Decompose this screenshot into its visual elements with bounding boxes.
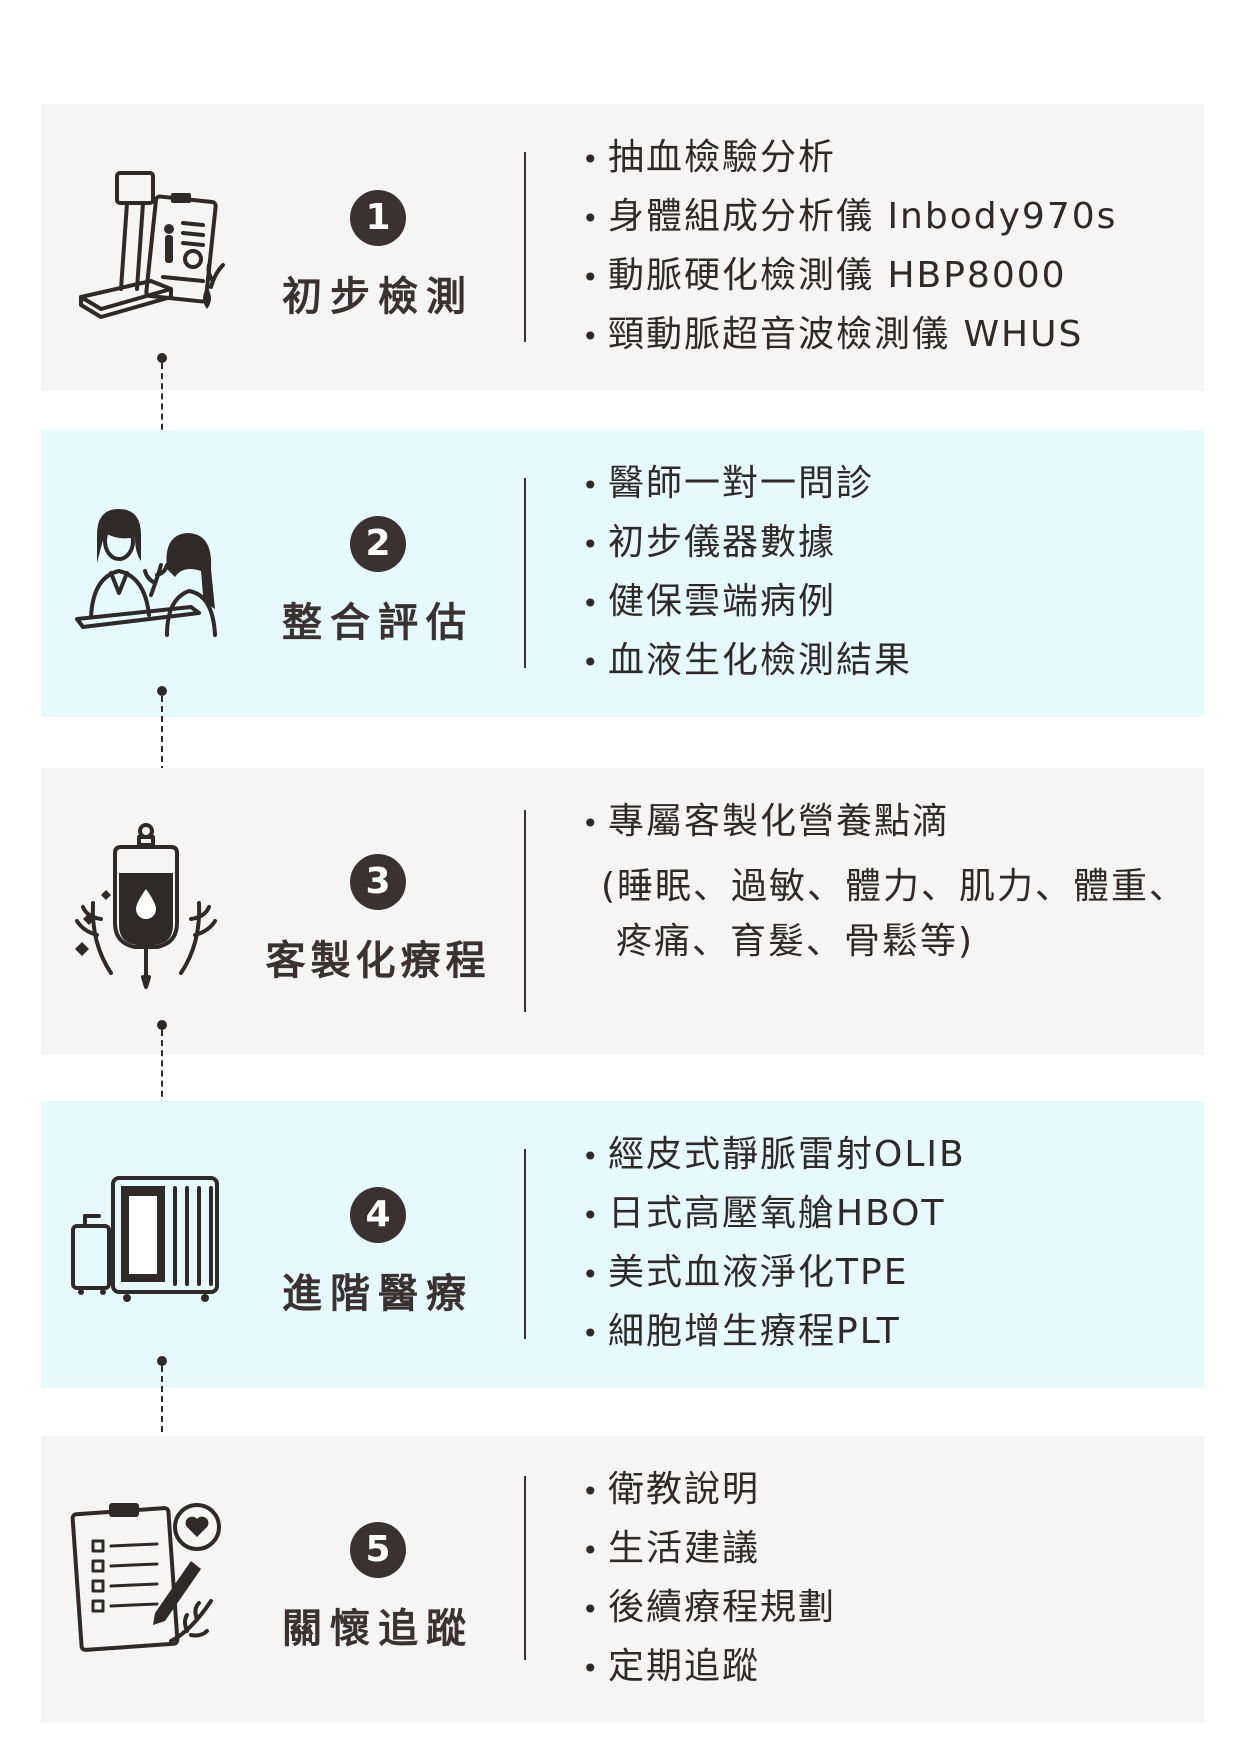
treatment-note-line-1: (睡眠、過敏、體力、肌力、體重、 [601, 866, 1188, 907]
list-item: •健保雲端病例 [582, 581, 837, 622]
divider [524, 1149, 526, 1339]
step-title: 客製化療程 [265, 938, 491, 984]
step-1-panel: 1 初步檢測 •抽血檢驗分析 •身體組成分析儀 Inbody970s •動脈硬化… [41, 104, 1204, 391]
step-5-panel: 5 關懷追蹤 •衛教說明 •生活建議 •後續療程規劃 •定期追蹤 [41, 1436, 1204, 1723]
step-title: 整合評估 [282, 600, 474, 646]
list-item: •衛教說明 [582, 1469, 761, 1510]
step-title: 關懷追蹤 [282, 1606, 474, 1652]
step-number-badge: 5 [350, 1522, 406, 1578]
step-number-badge: 2 [350, 516, 406, 572]
step-number-badge: 4 [350, 1187, 406, 1243]
step-number-badge: 3 [350, 854, 406, 910]
item-list: •抽血檢驗分析 •身體組成分析儀 Inbody970s •動脈硬化檢測儀 HBP… [582, 128, 1117, 364]
item-list: •經皮式靜脈雷射OLIB •日式高壓氧艙HBOT •美式血液淨化TPE •細胞增… [582, 1125, 966, 1361]
list-item: •專屬客製化營養點滴 [582, 801, 951, 842]
list-item: •醫師一對一問診 [582, 463, 875, 504]
step-2-panel: 2 整合評估 •醫師一對一問診 •初步儀器數據 •健保雲端病例 •血液生化檢測結… [41, 430, 1204, 717]
body-scanner-clipboard-icon [71, 159, 225, 324]
list-item: •動脈硬化檢測儀 HBP8000 [582, 255, 1067, 296]
list-item: •定期追蹤 [582, 1646, 761, 1687]
doctor-consultation-icon [71, 485, 221, 650]
list-item: •後續療程規劃 [582, 1587, 837, 1628]
step-title: 進階醫療 [282, 1271, 474, 1317]
list-item: •血液生化檢測結果 [582, 640, 913, 681]
item-list: •衛教說明 •生活建議 •後續療程規劃 •定期追蹤 [582, 1460, 836, 1696]
step-3-panel: 3 客製化療程 •專屬客製化營養點滴 (睡眠、過敏、體力、肌力、體重、 疼痛、育… [41, 768, 1204, 1055]
list-item: •初步儀器數據 [582, 522, 837, 563]
list-item: •抽血檢驗分析 [582, 137, 837, 178]
hyperbaric-chamber-icon [71, 1156, 221, 1321]
divider [524, 1476, 526, 1660]
item-list: •專屬客製化營養點滴 [582, 792, 950, 851]
list-item: •身體組成分析儀 Inbody970s [582, 196, 1118, 237]
step-4-panel: 4 進階醫療 •經皮式靜脈雷射OLIB •日式高壓氧艙HBOT •美式血液淨化T… [41, 1101, 1204, 1388]
item-list: •醫師一對一問診 •初步儀器數據 •健保雲端病例 •血液生化檢測結果 [582, 454, 912, 690]
divider [524, 152, 526, 342]
divider [524, 810, 526, 1012]
list-item: •經皮式靜脈雷射OLIB [582, 1134, 966, 1175]
treatment-note-line-2: 疼痛、育髮、骨鬆等) [616, 921, 975, 962]
iv-drip-bag-icon [71, 823, 221, 989]
list-item: •頸動脈超音波檢測儀 WHUS [582, 314, 1084, 355]
list-item: •細胞增生療程PLT [582, 1311, 901, 1352]
list-item: •美式血液淨化TPE [582, 1252, 909, 1293]
divider [524, 478, 526, 668]
step-number-badge: 1 [350, 190, 406, 246]
step-title: 初步檢測 [282, 274, 474, 320]
checklist-heart-icon [70, 1491, 221, 1656]
list-item: •日式高壓氧艙HBOT [582, 1193, 946, 1234]
list-item: •生活建議 [582, 1528, 761, 1569]
